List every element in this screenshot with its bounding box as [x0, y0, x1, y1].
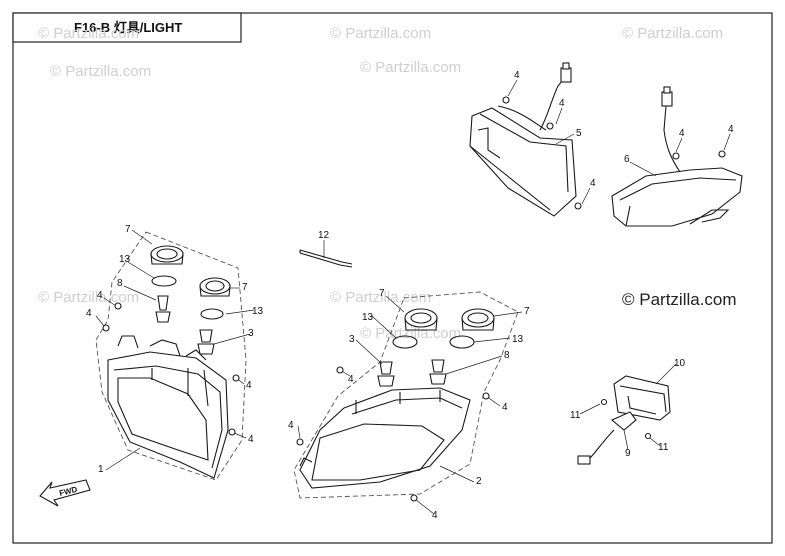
part-10-tail-light	[577, 375, 671, 465]
callout-number: 12	[318, 230, 330, 241]
bolt	[102, 324, 110, 332]
watermark: © Partzilla.com	[38, 25, 139, 42]
callout-number: 4	[432, 510, 438, 521]
callout-number: 4	[288, 420, 294, 431]
callout-number: 7	[242, 282, 248, 293]
callout-number: 13	[362, 312, 374, 323]
callout-number: 1	[98, 464, 104, 475]
fwd-label: FWD	[58, 485, 78, 498]
callout-number: 6	[624, 154, 630, 165]
callout-number: 11	[570, 410, 581, 421]
callout-number: 4	[728, 124, 734, 135]
watermark: © Partzilla.com	[360, 325, 461, 342]
bolt	[232, 374, 240, 382]
callout-number: 7	[379, 288, 385, 299]
callout-number: 5	[576, 128, 582, 139]
watermark: © Partzilla.com	[622, 25, 723, 42]
bolt	[546, 122, 554, 130]
callout-number: 7	[524, 306, 530, 317]
callout-number: 8	[504, 350, 510, 361]
callout-number: 13	[512, 334, 524, 345]
callout-number: 4	[248, 434, 254, 445]
part-6-headlight-housing	[611, 86, 743, 227]
bolt	[482, 392, 490, 400]
part-12-rod	[299, 249, 353, 268]
callout-number: 3	[349, 334, 355, 345]
callout-number: 4	[246, 380, 252, 391]
bolt	[672, 152, 680, 160]
callout-number: 13	[252, 306, 264, 317]
bolt	[228, 428, 236, 436]
bolt	[644, 432, 652, 440]
leader-lines	[95, 79, 731, 515]
title-box	[12, 12, 242, 43]
callout-number: 4	[97, 290, 103, 301]
watermark: © Partzilla.com	[330, 289, 431, 306]
watermark: © Partzilla.com	[330, 25, 431, 42]
callout-number: 4	[502, 402, 508, 413]
callout-number: 8	[117, 278, 123, 289]
callout-number: 4	[679, 128, 685, 139]
bolt	[336, 366, 344, 374]
callout-number: 4	[590, 178, 596, 189]
right-headlight-assembly	[293, 291, 519, 499]
bolt	[502, 96, 510, 104]
callout-number: 4	[514, 70, 520, 81]
fwd-arrow: FWD	[39, 479, 91, 507]
bolt	[574, 202, 582, 210]
callout-number: 13	[119, 254, 131, 265]
callout-number: 2	[476, 476, 482, 487]
part-5-headlight-housing	[469, 62, 577, 217]
callout-number: 7	[125, 224, 131, 235]
bolt	[718, 150, 726, 158]
callout-number: 4	[559, 98, 565, 109]
left-headlight-assembly	[95, 231, 247, 481]
bolt	[600, 398, 608, 406]
callout-number: 9	[625, 448, 631, 459]
watermark-group: © Partzilla.com © Partzilla.com © Partzi…	[38, 25, 723, 342]
watermark: © Partzilla.com	[360, 59, 461, 76]
callout-number: 4	[348, 374, 354, 385]
fasteners	[102, 96, 726, 502]
diagram-frame	[12, 12, 773, 544]
callout-number: 3	[248, 328, 254, 339]
callout-number: 4	[86, 308, 92, 319]
copyright-notice: © Partzilla.com	[622, 290, 737, 309]
bolt	[114, 302, 122, 310]
callout-numbers: 4 4 5 4 4 6 4 12 7 13 8 7 4 4 13 3 4 4 1…	[86, 70, 734, 521]
page-title: F16-B 灯具/LIGHT	[74, 20, 182, 35]
callout-number: 10	[674, 358, 686, 369]
watermark: © Partzilla.com	[50, 63, 151, 80]
bolt	[296, 438, 304, 446]
bolt	[410, 494, 418, 502]
watermark: © Partzilla.com	[38, 289, 139, 306]
callout-number: 11	[658, 442, 669, 453]
